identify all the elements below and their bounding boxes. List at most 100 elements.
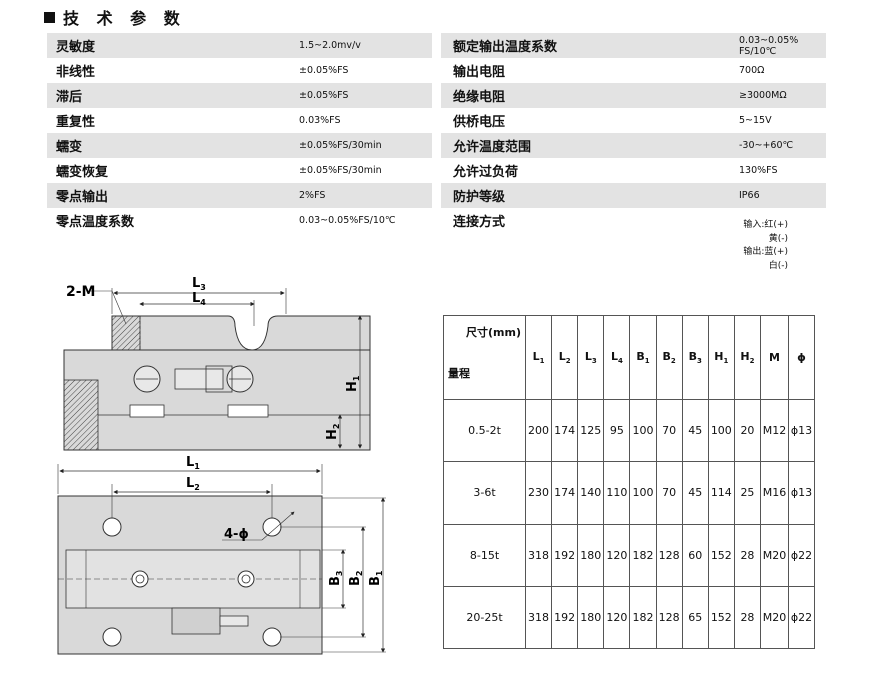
table-row: 20-25t 318 192 180 120 182 128 65 152 28… [443,585,815,650]
label-B2: B2 [348,571,364,587]
spec-key: 灵敏度 [56,40,96,55]
dimension-table: 尺寸(mm) 量程 L1 L2 L3 L4 B1 B2 B3 H1 H2 M ϕ… [443,315,815,650]
table-cell: ϕ22 [788,585,815,650]
spec-row: 供桥电压 5~15V [441,108,826,133]
spec-row: 额定输出温度系数 0.03~0.05%FS/10℃ [441,33,826,58]
spec-key: 防护等级 [453,190,506,205]
table-cell: 25 [733,461,762,525]
spec-value: IP66 [739,190,760,201]
label-B3: B3 [328,571,344,587]
table-cell: 120 [603,585,631,650]
spec-row: 绝缘电阻≥3000MΩ [441,83,826,108]
spec-value: ±0.05%FS [299,90,349,101]
mount-hole [262,627,282,647]
spec-row: 零点温度系数 0.03~0.05%FS/10℃ [47,208,432,233]
range-cell: 8-15t [443,523,526,587]
spec-key: 重复性 [56,115,96,130]
spec-key: 输出电阻 [453,65,506,80]
top-view [57,464,386,655]
column-header: L1 [524,315,553,400]
table-cell: 70 [655,398,683,463]
label-L1: L1 [186,455,200,471]
column-header: ϕ [788,315,815,400]
table-cell: 230 [524,461,553,525]
spec-row: 蠕变恢复±0.05%FS/30min [47,158,432,183]
spec-key: 允许温度范围 [453,140,532,155]
spec-value: 0.03~0.05%FS/10℃ [739,35,798,57]
header-size: 尺寸(mm) [466,326,521,339]
range-cell: 3-6t [443,461,526,525]
thread-hole [131,570,149,588]
spec-row: 非线性 ±0.05%FS [47,58,432,83]
table-cell: 180 [577,585,605,650]
table-cell: 20 [733,398,762,463]
table-cell: 192 [551,523,579,587]
table-cell: 125 [577,398,605,463]
spec-value: 2%FS [299,190,326,201]
spec-value: 0.03~0.05%FS/10℃ [299,215,396,226]
table-cell: 70 [655,461,683,525]
spec-key: 零点温度系数 [56,215,135,230]
spec-table-right: 额定输出温度系数 0.03~0.05%FS/10℃ 输出电阻 700Ω 绝缘电阻≥3… [441,33,826,233]
table-cell: ϕ22 [788,523,815,587]
table-row: 8-15t 318 192 180 120 182 128 60 152 28 … [443,523,815,587]
spec-key: 额定输出温度系数 [453,40,558,55]
table-cell: 110 [603,461,631,525]
label-H1: H1 [345,375,361,392]
table-cell: 100 [629,398,657,463]
column-header: B3 [681,315,709,400]
label-L3: L3 [192,276,206,292]
header-range: 量程 [448,367,470,380]
table-cell: ϕ13 [788,461,815,525]
table-cell: 174 [551,398,579,463]
spec-value: ±0.05%FS/30min [299,165,382,176]
table-cell: 174 [551,461,579,525]
connection-wiring: 输入:红(+) 黄(-) 输出:蓝(+) 白(-) [740,219,788,273]
main-body [63,349,371,451]
cable-gland [174,368,224,390]
table-cell: 100 [629,461,657,525]
column-header: L2 [551,315,579,400]
table-cell: 120 [603,523,631,587]
table-cell: 200 [524,398,553,463]
label-L2: L2 [186,476,200,492]
title-square-icon [44,11,55,23]
spec-value: -30~+60℃ [739,140,794,151]
column-header: H1 [707,315,735,400]
spec-value: ±0.05%FS [299,65,349,76]
label-2M: 2-M [66,284,95,300]
table-cell: ϕ13 [788,398,815,463]
column-header: B2 [655,315,683,400]
table-cell: 28 [733,585,762,650]
table-cell: 28 [733,523,762,587]
spec-value: 5~15V [739,115,772,126]
corner-header: 尺寸(mm) 量程 [443,315,526,400]
wiring-line: 输出:蓝(+) [743,247,788,257]
column-header: H2 [733,315,762,400]
spec-key: 供桥电压 [453,115,506,130]
spec-value: 130%FS [739,165,778,176]
table-cell: 152 [707,523,735,587]
table-cell: 182 [629,585,657,650]
table-cell: 182 [629,523,657,587]
column-header: M [760,315,789,400]
spec-value-line: 0.03~0.05% [739,34,799,46]
spec-key: 连接方式 [453,215,506,230]
spec-value: 700Ω [739,65,765,76]
mount-hole [102,627,122,647]
left-end-hatch [63,379,99,451]
table-cell: M20 [760,523,789,587]
dimension-drawing: 2-M L3 L4 H1 H2 L1 L2 4-ϕ B3 B2 B1 [57,276,386,655]
wiring-line: 白(-) [768,260,788,271]
table-cell: 65 [681,585,709,650]
mount-hole [262,517,282,537]
spec-key: 非线性 [56,65,96,80]
section-title-text: 技 术 参 数 [63,9,186,28]
wiring-line: 黄(-) [768,233,788,244]
spec-key: 蠕变 [56,140,83,155]
table-cell: 114 [707,461,735,525]
